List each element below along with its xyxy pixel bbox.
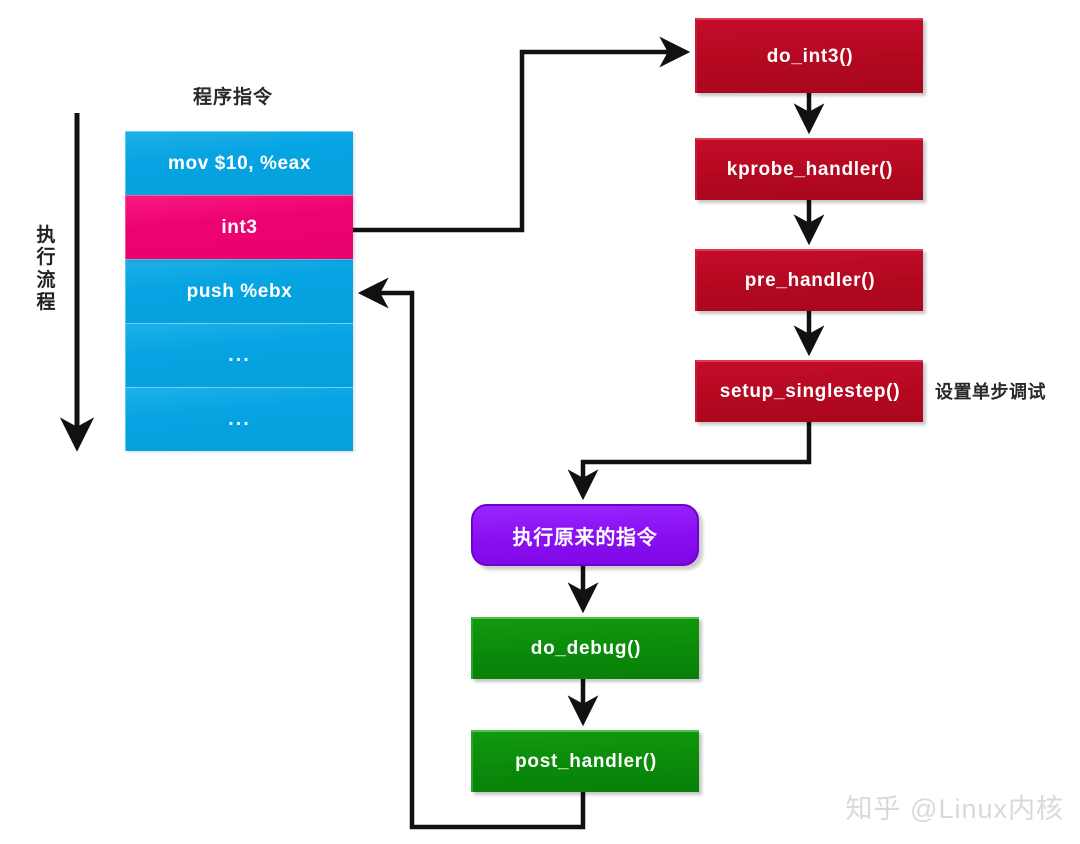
execution-flow-label-char-2: 流 (36, 269, 56, 291)
node-do-debug: do_debug() (471, 617, 699, 679)
instruction-row-4: ... (125, 387, 353, 451)
node-post-handler: post_handler() (471, 730, 699, 792)
instruction-text-4: ... (228, 408, 251, 430)
execution-flow-label-char-1: 行 (36, 247, 56, 269)
annotation-setup-singlestep: 设置单步调试 (935, 382, 1046, 402)
node-pre-handler-label: pre_handler() (744, 270, 876, 291)
node-setup-singlestep-label: setup_singlestep() (719, 381, 901, 402)
node-post-handler-label: post_handler() (515, 751, 657, 772)
watermark: 知乎 @Linux内核 (845, 794, 1064, 824)
instruction-text-0: mov $10, %eax (168, 152, 311, 174)
node-execute-original-instruction-label: 执行原来的指令 (512, 526, 658, 549)
instruction-text-3: ... (228, 344, 251, 366)
instruction-text-1: int3 (221, 216, 258, 238)
execution-flow-label-char-3: 程 (36, 292, 56, 314)
node-do-int3: do_int3() (695, 18, 923, 93)
instruction-row-0: mov $10, %eax (125, 131, 353, 195)
instruction-text-2: push %ebx (186, 280, 293, 302)
node-kprobe-handler: kprobe_handler() (695, 138, 923, 200)
node-do-debug-label: do_debug() (530, 638, 642, 659)
node-do-int3-label: do_int3() (766, 45, 854, 67)
connector-post-handler-to-push-ebx (357, 277, 586, 830)
execution-flow-label-char-0: 执 (36, 225, 56, 246)
instruction-row-2: push %ebx (125, 259, 353, 323)
instruction-stack: mov $10, %eax int3 push %ebx ... ... (125, 131, 353, 451)
node-kprobe-handler-label: kprobe_handler() (726, 159, 894, 180)
instruction-row-int3: int3 (125, 195, 353, 259)
node-setup-singlestep: setup_singlestep() (695, 360, 923, 422)
node-pre-handler: pre_handler() (695, 249, 923, 311)
instruction-row-3: ... (125, 323, 353, 387)
execution-flow-label: 执 行 流 程 (34, 225, 58, 315)
node-execute-original-instruction: 执行原来的指令 (471, 504, 699, 566)
connector-setup-singlestep-to-exec-original (567, 422, 812, 501)
page-title-program-instructions: 程序指令 (193, 87, 274, 108)
connector-int3-to-do-int3 (353, 36, 691, 233)
